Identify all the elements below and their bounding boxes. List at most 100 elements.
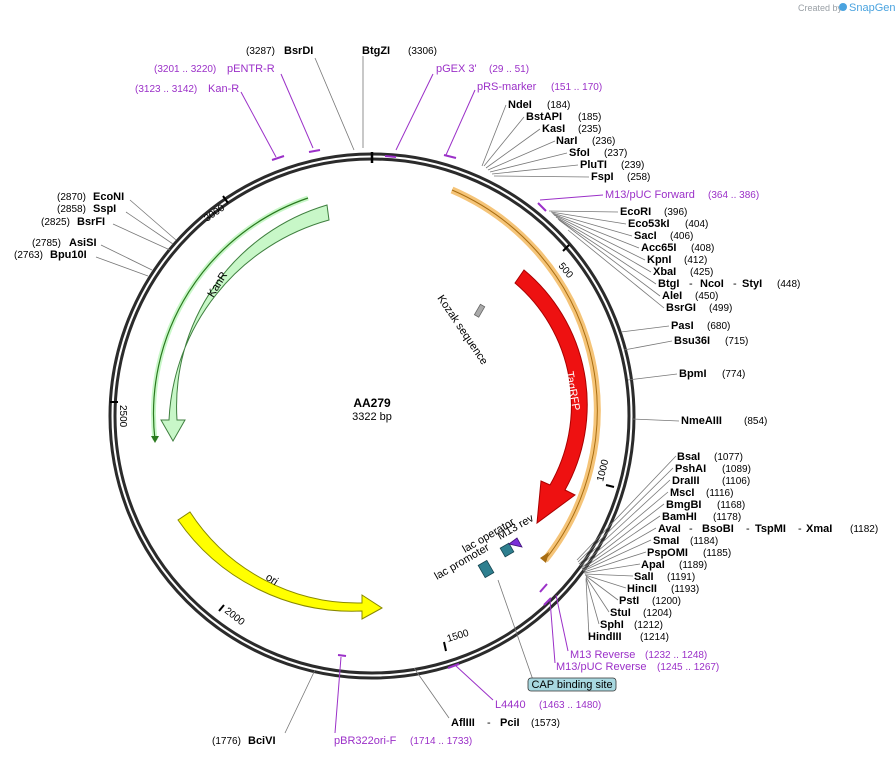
lac-promoter-feature <box>477 559 495 579</box>
saci-name: SacI <box>634 230 657 242</box>
kanr-band-arrow <box>151 436 159 443</box>
m13-puc-rev-primer-mark <box>543 597 552 606</box>
m13-reverse-range: (1232 .. 1248) <box>645 650 707 661</box>
kozak-label: Kozak sequence <box>435 293 490 367</box>
pentr-r-primer-mark <box>308 149 321 153</box>
cds-band-arrow <box>540 552 549 563</box>
ndei-name: NdeI <box>508 99 532 111</box>
l4440-range: (1463 .. 1480) <box>539 700 601 711</box>
tick-label-2000: 2000 <box>222 606 247 629</box>
sspi-pos: (2858) <box>57 204 86 215</box>
pasi-pos: (680) <box>707 321 730 332</box>
pshai-pos: (1089) <box>722 464 751 475</box>
sspi-name: SspI <box>93 203 116 215</box>
pentr-r-lead <box>280 73 314 149</box>
afliii-pos: (1573) <box>531 718 560 729</box>
m13-puc-rev-range: (1245 .. 1267) <box>657 662 719 673</box>
l4440-lead <box>455 665 494 701</box>
ori-feature <box>177 511 383 620</box>
psti-pos: (1200) <box>652 596 681 607</box>
psti-name: PstI <box>619 595 639 607</box>
bpmi-name: BpmI <box>679 368 707 380</box>
pgex3-primer-mark <box>384 155 397 158</box>
ecori-name: EcoRI <box>620 206 651 218</box>
bstapi-name: BstAPI <box>526 111 562 123</box>
ori-label: ori <box>263 571 280 588</box>
kasi-pos: (235) <box>578 124 601 135</box>
bsrdi-lead <box>314 57 355 151</box>
fspi-name: FspI <box>591 171 614 183</box>
sali-name: SalI <box>634 571 654 583</box>
kanr-feature <box>160 204 330 443</box>
btgi-pos: (448) <box>777 279 800 290</box>
bpu10i-pos: (2763) <box>14 250 43 261</box>
pentr-r-range: (3201 .. 3220) <box>154 64 216 75</box>
tick-label-2500: 2500 <box>117 405 128 428</box>
m13-puc-rev-name: M13/pUC Reverse <box>556 661 646 673</box>
avai-sep2: - <box>743 523 753 535</box>
asisi-name: AsiSI <box>69 237 97 249</box>
pentr-r-name: pENTR-R <box>227 63 275 75</box>
eco53ki-pos: (404) <box>685 219 708 230</box>
bsu36i-pos: (715) <box>725 336 748 347</box>
bpu10i-name: Bpu10I <box>50 249 87 261</box>
m13-rev-feature <box>508 537 523 548</box>
bmgbi-name: BmgBI <box>666 499 701 511</box>
pbr322ori-f-name: pBR322ori-F <box>334 735 397 747</box>
afliii-sep1: - <box>484 717 494 729</box>
m13-puc-fwd-primer-mark <box>537 202 547 212</box>
bsrdi-pos: (3287) <box>246 46 275 57</box>
sali-pos: (1191) <box>667 572 695 583</box>
kan-r-primer-mark <box>271 155 285 161</box>
afliii-name2: PciI <box>500 717 520 729</box>
prs-marker-range: (151 .. 170) <box>551 82 602 93</box>
bsu36i-name: Bsu36I <box>674 335 710 347</box>
btgi-sep2: - <box>730 278 740 290</box>
m13-puc-rev-lead <box>549 599 556 664</box>
bsai-pos: (1077) <box>714 452 743 463</box>
kasi-name: KasI <box>542 123 565 135</box>
saci-pos: (406) <box>670 231 693 242</box>
watermark-prefix: Created by <box>798 3 843 13</box>
m13-puc-fwd-lead <box>539 194 604 201</box>
fspi-pos: (258) <box>627 172 650 183</box>
sfoi-name: SfoI <box>569 147 590 159</box>
asisi-pos: (2785) <box>32 238 61 249</box>
afliii-lead <box>413 667 450 719</box>
acc65i-name: Acc65I <box>641 242 676 254</box>
pluti-pos: (239) <box>621 160 644 171</box>
bsai-name: BsaI <box>677 451 700 463</box>
watermark-brand: SnapGene <box>849 2 896 14</box>
kan-r-lead <box>240 91 277 158</box>
pgex3-range: (29 .. 51) <box>489 64 529 75</box>
cap-binding-site-box <box>527 677 617 692</box>
avai-pos: (1182) <box>850 524 878 535</box>
tick-mark-500 <box>562 244 570 252</box>
kpni-name: KpnI <box>647 254 671 266</box>
prs-marker-lead <box>445 89 476 156</box>
bsu36i-lead <box>623 340 673 351</box>
btgzi-name: BtgZI <box>362 45 390 57</box>
prs-marker-primer-mark <box>443 154 457 159</box>
bcivi-pos: (1776) <box>212 736 241 747</box>
primer-marks <box>271 149 552 669</box>
pbr322ori-f-lead <box>334 656 342 734</box>
avai-name4: XmaI <box>806 523 832 535</box>
eco53ki-name: Eco53kI <box>628 218 670 230</box>
smai-pos: (1184) <box>690 536 718 547</box>
bamhi-name: BamHI <box>662 511 697 523</box>
bsrgi-pos: (499) <box>709 303 732 314</box>
btgzi-pos: (3306) <box>408 46 437 57</box>
econi-pos: (2870) <box>57 192 86 203</box>
btgi-name: BtgI <box>658 278 679 290</box>
draiii-name: DraIII <box>672 475 700 487</box>
hindiii-pos: (1214) <box>640 632 669 643</box>
nari-name: NarI <box>556 135 577 147</box>
smai-name: SmaI <box>653 535 679 547</box>
stui-pos: (1204) <box>643 608 672 619</box>
lac-operator-feature <box>499 542 515 558</box>
tagrfp-feature <box>514 269 588 525</box>
l4440-primer-mark <box>447 663 460 669</box>
